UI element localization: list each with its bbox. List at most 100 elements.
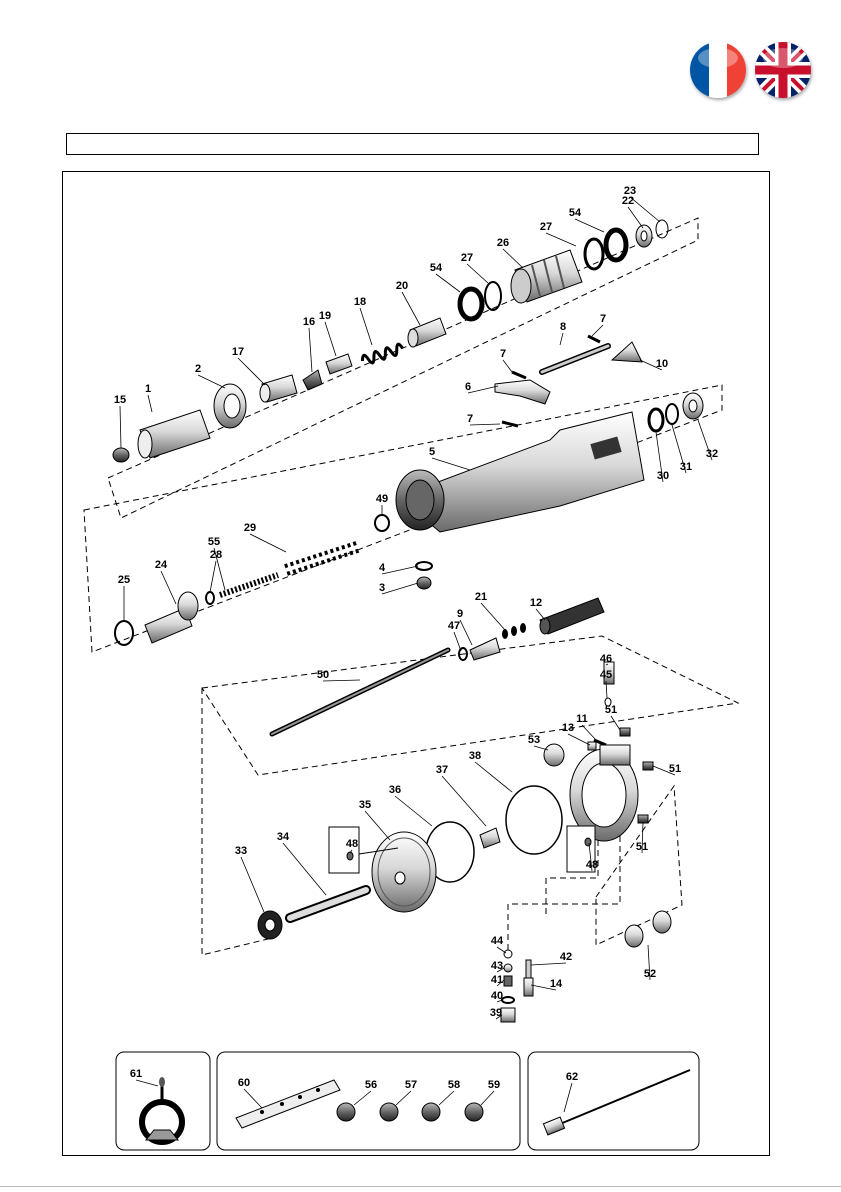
leader-line <box>536 609 545 620</box>
part-number-label: 49 <box>376 493 388 505</box>
part-number-label: 44 <box>491 935 504 947</box>
leader-line <box>630 197 660 222</box>
part-number-label: 3 <box>379 582 385 594</box>
leader-line <box>503 249 523 268</box>
page-footer-line <box>0 1186 841 1187</box>
part-number-label: 29 <box>244 522 256 534</box>
leader-line <box>442 776 486 826</box>
part-number-label: 31 <box>680 461 692 473</box>
part-12 <box>540 598 604 634</box>
part-number-label: 10 <box>656 358 668 370</box>
leader-line <box>582 725 596 740</box>
part-59 <box>465 1103 483 1121</box>
part-number-label: 61 <box>130 1068 142 1080</box>
part-54-upper <box>606 230 626 260</box>
leader-line <box>161 571 176 604</box>
part-number-label: 50 <box>317 669 329 681</box>
part-1 <box>138 410 210 458</box>
part-number-label: 58 <box>448 1079 460 1091</box>
part-number-label: 35 <box>359 799 371 811</box>
part-number-label: 7 <box>600 313 606 325</box>
part-4 <box>416 562 432 570</box>
part-33 <box>258 911 282 939</box>
part-number-label: 18 <box>354 296 366 308</box>
part-51-a <box>620 728 630 736</box>
leader-line <box>241 857 264 912</box>
part-number-label: 51 <box>636 841 648 853</box>
part-number-label: 13 <box>562 722 574 734</box>
part-number-label: 52 <box>644 968 656 980</box>
part-number-label: 48 <box>346 838 358 850</box>
part-number-label: 1 <box>145 383 151 395</box>
part-number-label: 34 <box>277 831 290 843</box>
accessory-box-60-59 <box>217 1052 520 1150</box>
part-number-label: 8 <box>560 321 566 333</box>
part-number-label: 17 <box>232 346 244 358</box>
leader-line <box>365 811 390 840</box>
leader-line <box>497 947 506 953</box>
part-54-lower <box>460 289 482 319</box>
part-3 <box>417 577 431 589</box>
leader-line <box>560 333 563 345</box>
part-51-b <box>643 762 653 770</box>
part-number-label: 26 <box>497 237 509 249</box>
leader-line <box>568 734 590 745</box>
part-9 <box>470 638 500 660</box>
part-number-label: 45 <box>600 669 612 681</box>
leader-line <box>198 375 225 388</box>
part-50 <box>272 650 448 734</box>
part-number-label: 6 <box>465 381 471 393</box>
part-number-label: 24 <box>155 559 168 571</box>
part-7-a <box>588 336 600 342</box>
leader-line <box>628 207 643 228</box>
part-number-label: 59 <box>488 1079 500 1091</box>
part-24 <box>145 592 198 643</box>
part-19 <box>326 354 352 374</box>
part-number-label: 23 <box>624 185 636 197</box>
part-51-c <box>638 815 648 823</box>
leader-line <box>475 762 512 792</box>
part-number-label: 54 <box>569 207 582 219</box>
part-38 <box>506 786 562 854</box>
leader-line <box>468 386 498 393</box>
part-number-label: 36 <box>389 784 401 796</box>
part-number-label: 46 <box>600 653 612 665</box>
part-number-label: 43 <box>491 960 503 972</box>
part-number-label: 39 <box>490 1007 502 1019</box>
leader-line <box>436 274 460 292</box>
part-number-label: 48 <box>586 859 598 871</box>
part-32 <box>683 393 703 419</box>
part-number-label: 40 <box>491 990 503 1002</box>
part-number-label: 12 <box>530 597 542 609</box>
part-30 <box>649 409 663 431</box>
part-number-label: 42 <box>560 951 572 963</box>
part-56 <box>337 1103 355 1121</box>
part-40 <box>502 997 514 1003</box>
part-8 <box>542 346 608 372</box>
part-10 <box>612 342 642 362</box>
leader-line <box>382 583 418 594</box>
part-26 <box>511 250 582 303</box>
part-number-label: 57 <box>405 1079 417 1091</box>
leader-line <box>432 458 470 470</box>
leader-line <box>611 716 620 730</box>
leader-line <box>309 328 312 372</box>
part-number-label: 47 <box>448 620 460 632</box>
part-35 <box>372 832 436 912</box>
part-52 <box>625 911 671 947</box>
part-number-label: 15 <box>114 394 126 406</box>
part-number-label: 62 <box>566 1071 578 1083</box>
leader-line <box>460 620 472 645</box>
part-44 <box>504 950 512 958</box>
part-number-label: 14 <box>550 978 563 990</box>
leader-line <box>395 796 432 826</box>
part-number-label: 41 <box>491 974 503 986</box>
leader-line <box>592 325 603 336</box>
part-number-label: 38 <box>469 750 481 762</box>
part-22 <box>636 225 652 247</box>
part-7-c <box>502 422 518 426</box>
leader-line <box>120 406 121 448</box>
part-53 <box>544 744 564 766</box>
part-23 <box>656 220 668 238</box>
leader-line <box>467 264 488 283</box>
